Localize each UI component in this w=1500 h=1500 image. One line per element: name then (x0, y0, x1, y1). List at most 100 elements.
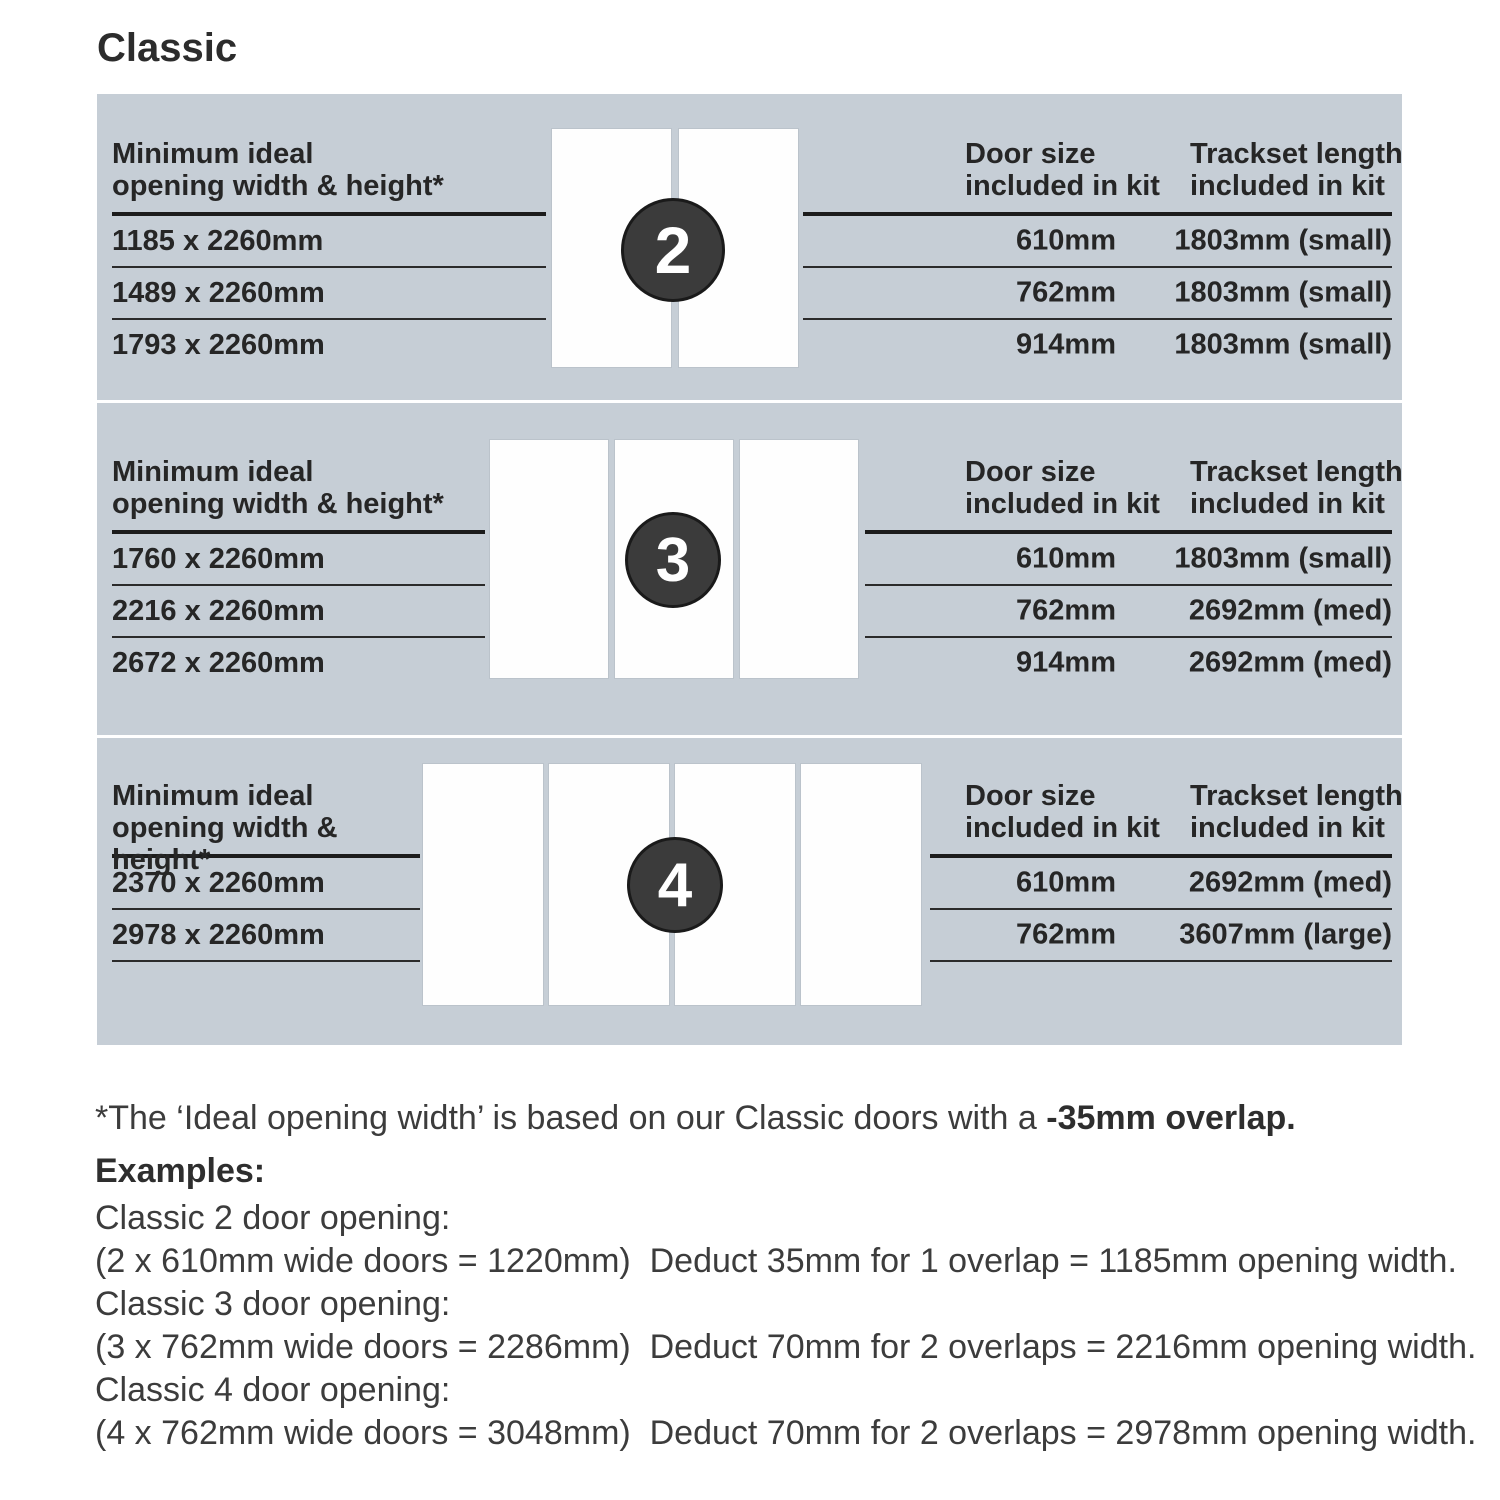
header-rule (803, 212, 1392, 216)
door-panel (423, 764, 543, 1005)
door-size-header-line2: included in kit (965, 488, 1160, 520)
trackset-value: 2692mm (med) (1188, 594, 1392, 627)
kit-table: Door size included in kit Trackset lengt… (803, 138, 1403, 370)
row-divider (865, 584, 1392, 586)
example-line: (4 x 762mm wide doors = 3048mm) Deduct 7… (95, 1414, 1477, 1452)
opening-row: 1793 x 2260mm (112, 328, 325, 361)
footnote: *The ‘Ideal opening width’ is based on o… (95, 1098, 1296, 1138)
panel-4-door: Minimum ideal opening width & height* 23… (97, 738, 1403, 1045)
row-divider (112, 584, 485, 586)
kit-table-header: Door size included in kit Trackset lengt… (930, 780, 1403, 844)
trackset-value: 1803mm (small) (1174, 276, 1392, 309)
door-diagram-4 (423, 764, 921, 1005)
door-size-header-line1: Door size (965, 138, 1096, 170)
row-divider (930, 908, 1392, 910)
header-rule (112, 212, 546, 216)
example-line: Classic 3 door opening: (95, 1285, 451, 1323)
kit-row: 914mm 1803mm (small) (803, 320, 1392, 370)
opening-row: 2370 x 2260mm (112, 866, 325, 899)
trackset-header-line1: Trackset length (1190, 780, 1403, 812)
door-size-value: 914mm (1016, 328, 1116, 361)
opening-row: 1185 x 2260mm (112, 224, 324, 257)
trackset-value: 2692mm (med) (1188, 646, 1392, 679)
example-line: Classic 2 door opening: (95, 1199, 451, 1237)
panel-separator (97, 735, 1402, 738)
kit-row: 914mm 2692mm (med) (865, 638, 1392, 688)
trackset-value: 3607mm (large) (1179, 918, 1392, 951)
spec-panels: Minimum ideal opening width & height* 11… (97, 94, 1403, 1045)
door-panel (801, 764, 921, 1005)
door-size-value: 762mm (1016, 918, 1116, 951)
row-divider (803, 318, 1392, 320)
opening-header-line2: opening width & height* (112, 170, 444, 202)
row-divider (112, 960, 420, 962)
row-divider (930, 960, 1392, 962)
row-divider (112, 266, 546, 268)
example-line: (3 x 762mm wide doors = 2286mm) Deduct 7… (95, 1328, 1477, 1366)
row-divider (112, 636, 485, 638)
trackset-header-line2: included in kit (1190, 812, 1385, 844)
footnote-bold: -35mm overlap. (1046, 1099, 1296, 1137)
trackset-header: Trackset length included in kit (1190, 138, 1403, 202)
example-line: (2 x 610mm wide doors = 1220mm) Deduct 3… (95, 1242, 1457, 1280)
door-size-value: 610mm (1016, 542, 1116, 575)
opening-header-line2: opening width & height* (112, 812, 338, 876)
panel-3-door: Minimum ideal opening width & height* 17… (97, 403, 1403, 735)
opening-row: 2672 x 2260mm (112, 646, 325, 679)
header-rule (865, 530, 1392, 534)
door-size-value: 610mm (1016, 224, 1116, 257)
opening-row: 1760 x 2260mm (112, 542, 325, 575)
kit-table: Door size included in kit Trackset lengt… (865, 456, 1403, 688)
trackset-header: Trackset length included in kit (1190, 456, 1403, 520)
kit-row: 762mm 2692mm (med) (865, 586, 1392, 636)
example-line: Classic 4 door opening: (95, 1371, 451, 1409)
door-size-value: 762mm (1016, 594, 1116, 627)
door-panel (490, 440, 608, 678)
trackset-value: 2692mm (med) (1188, 866, 1392, 899)
row-divider (865, 636, 1392, 638)
kit-row: 610mm 1803mm (small) (865, 534, 1392, 584)
opening-header-line1: Minimum ideal (112, 456, 314, 488)
opening-size-table: Minimum ideal opening width & height* 11… (112, 138, 546, 370)
opening-row: 1489 x 2260mm (112, 276, 325, 309)
trackset-header-line2: included in kit (1190, 488, 1385, 520)
trackset-header: Trackset length included in kit (1190, 780, 1403, 844)
kit-row: 610mm 1803mm (small) (803, 216, 1392, 266)
door-size-header: Door size included in kit (965, 138, 1160, 202)
examples-section: Examples: Classic 2 door opening: (2 x 6… (95, 1151, 1476, 1455)
panel-2-door: Minimum ideal opening width & height* 11… (97, 94, 1403, 400)
header-rule (112, 854, 420, 858)
door-size-header-line1: Door size (965, 780, 1096, 812)
kit-row: 610mm 2692mm (med) (930, 858, 1392, 908)
header-rule (112, 530, 485, 534)
kit-row: 762mm 3607mm (large) (930, 910, 1392, 960)
row-divider (112, 318, 546, 320)
trackset-value: 1803mm (small) (1174, 542, 1392, 575)
door-size-value: 762mm (1016, 276, 1116, 309)
trackset-value: 1803mm (small) (1174, 224, 1392, 257)
opening-header-line1: Minimum ideal (112, 138, 314, 170)
opening-header-line1: Minimum ideal (112, 780, 314, 812)
door-size-header-line2: included in kit (965, 812, 1160, 844)
door-count-badge: 4 (627, 837, 723, 933)
opening-table-header: Minimum ideal opening width & height* (112, 138, 546, 202)
trackset-header-line1: Trackset length (1190, 456, 1403, 488)
opening-size-table: Minimum ideal opening width & height* 23… (112, 780, 420, 962)
panel-separator (97, 400, 1402, 403)
opening-header-line2: opening width & height* (112, 488, 444, 520)
door-size-header: Door size included in kit (965, 456, 1160, 520)
opening-row: 2978 x 2260mm (112, 918, 325, 951)
opening-size-table: Minimum ideal opening width & height* 17… (112, 456, 485, 688)
door-count-badge: 2 (621, 198, 725, 302)
door-panel (740, 440, 858, 678)
kit-table-header: Door size included in kit Trackset lengt… (865, 456, 1403, 520)
row-divider (803, 266, 1392, 268)
door-size-value: 610mm (1016, 866, 1116, 899)
trackset-header-line1: Trackset length (1190, 138, 1403, 170)
kit-row: 762mm 1803mm (small) (803, 268, 1392, 318)
trackset-header-line2: included in kit (1190, 170, 1385, 202)
opening-table-header: Minimum ideal opening width & height* (112, 456, 485, 520)
door-count-badge: 3 (625, 512, 721, 608)
row-divider (112, 908, 420, 910)
